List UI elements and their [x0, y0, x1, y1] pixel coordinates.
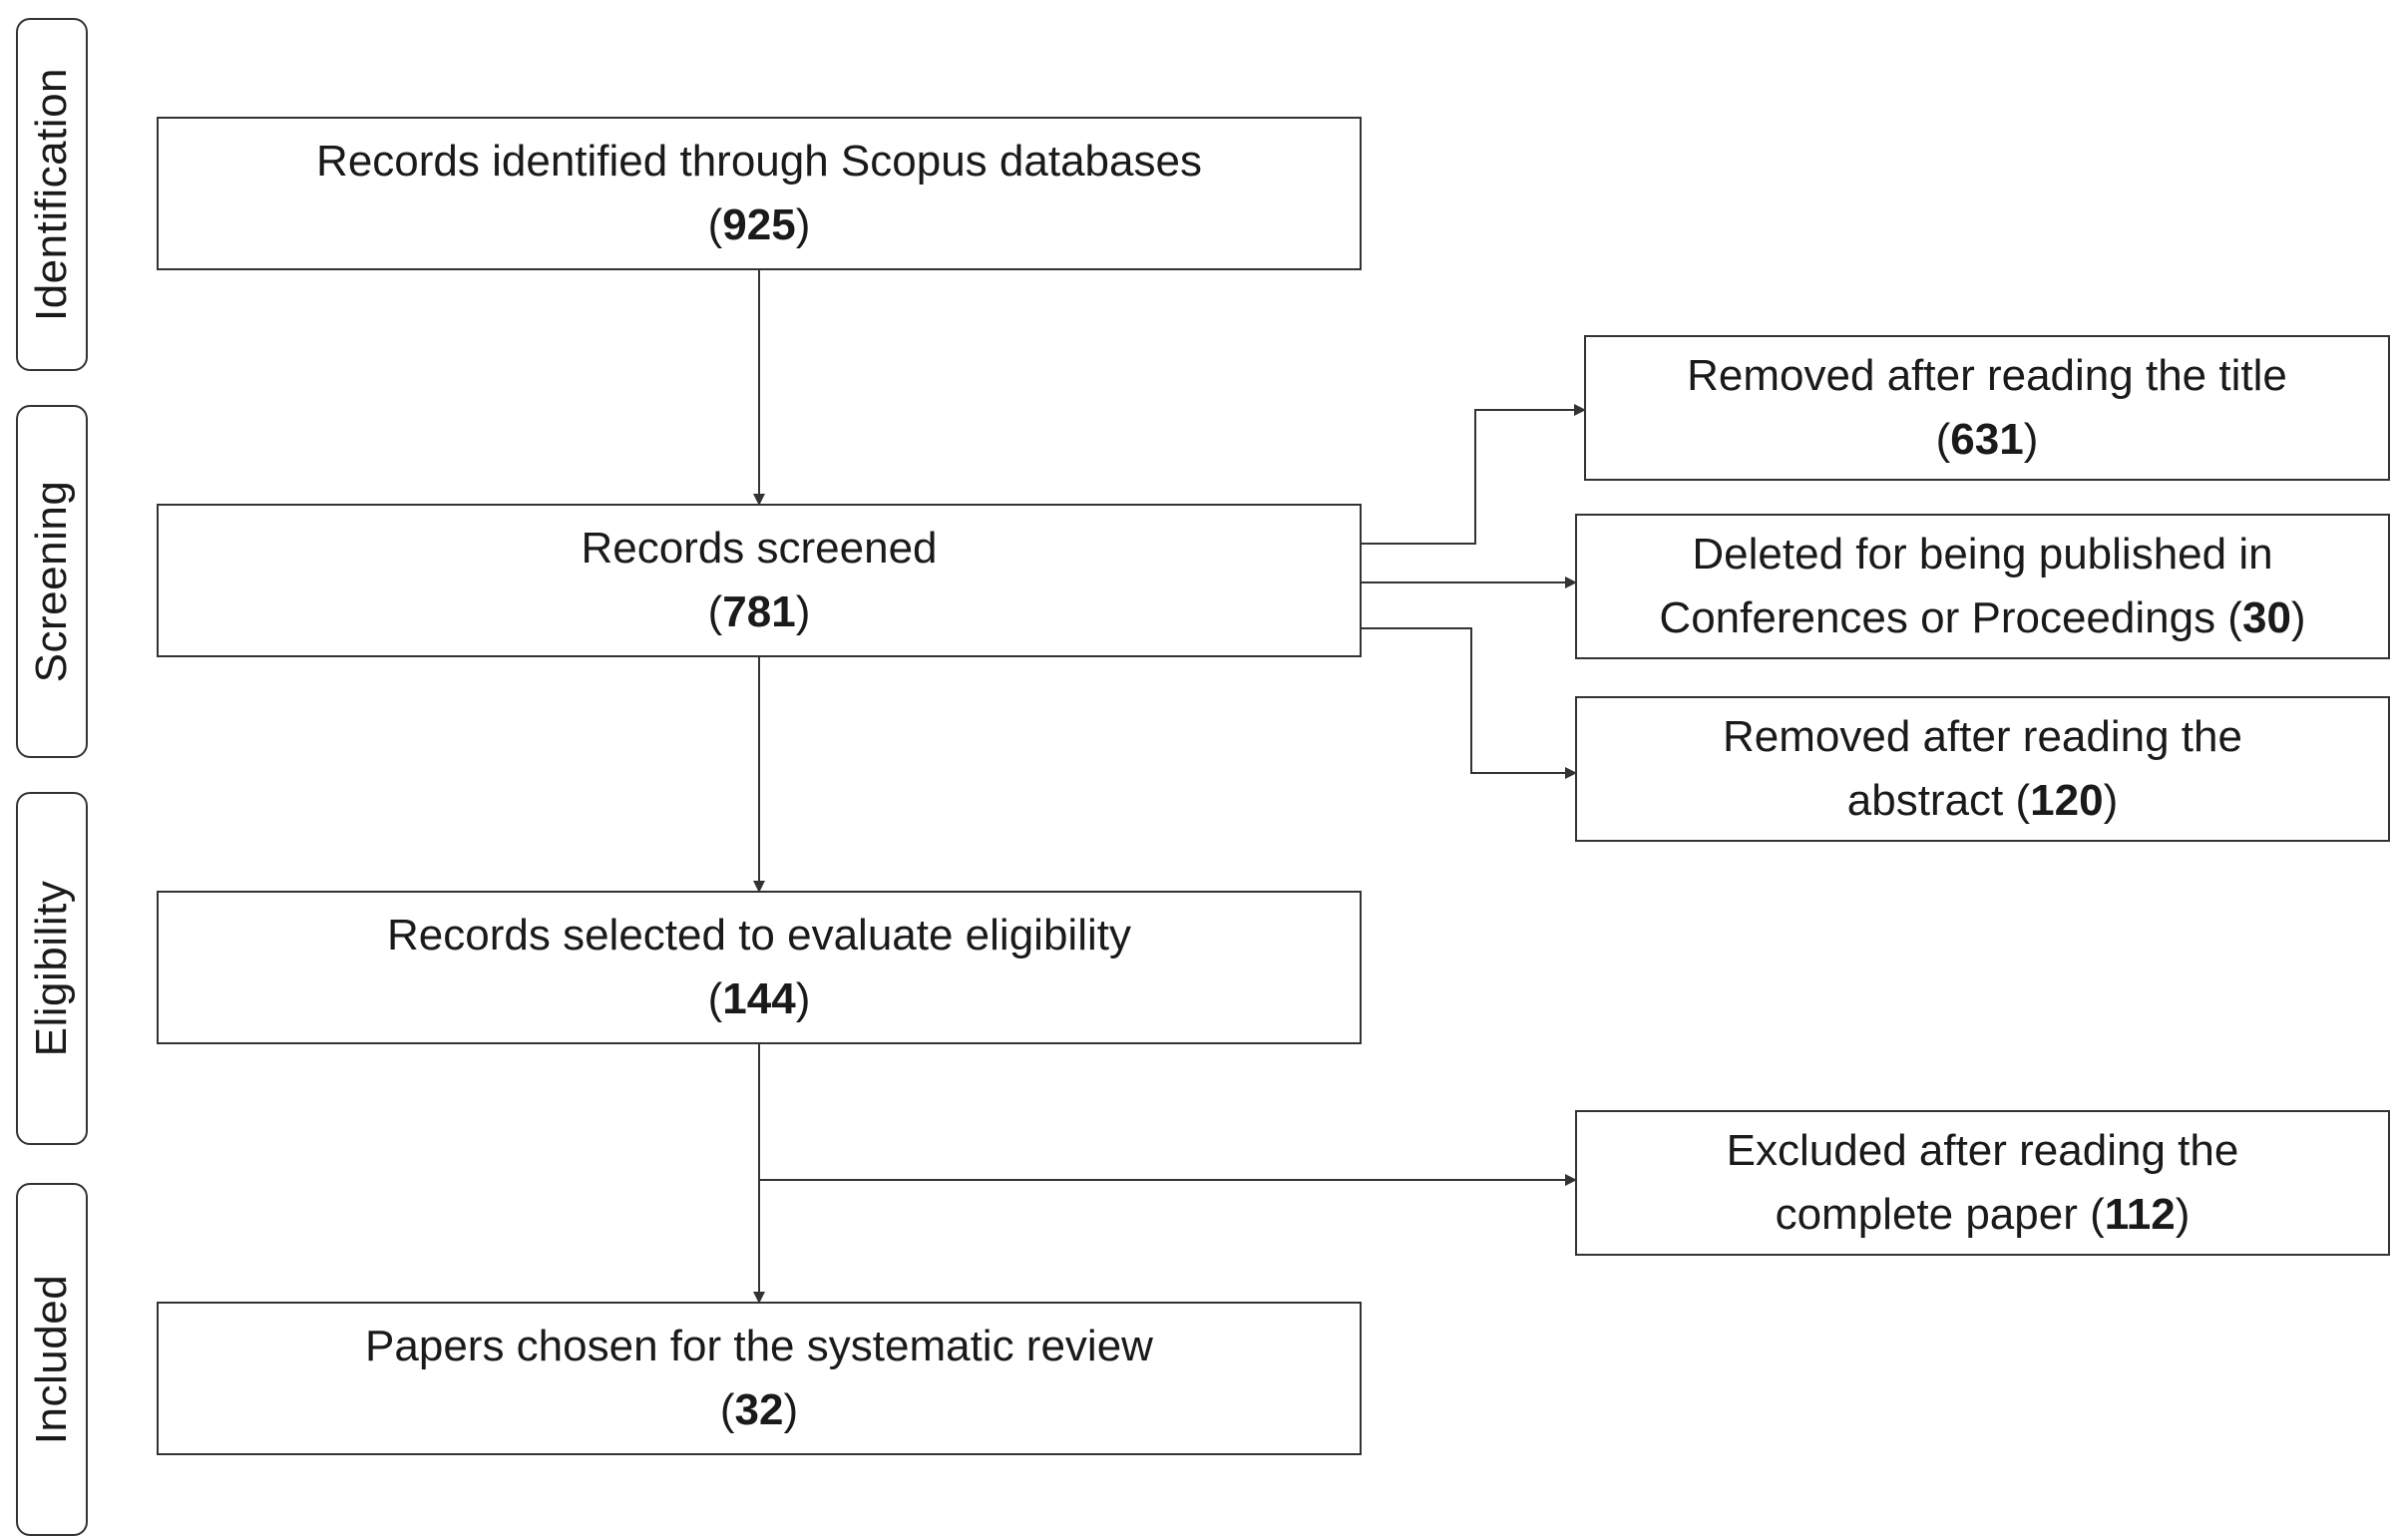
box-deleted-conferences-text-line1: Deleted for being published in [1692, 530, 2273, 579]
box-records-selected-count-line: (144) [707, 974, 811, 1023]
box-removed-title: Removed after reading the title (631) [1584, 335, 2390, 481]
box-excluded-paper-count: 112 [2104, 1190, 2176, 1239]
box-removed-title-count-line: (631) [1935, 415, 2039, 464]
box-removed-abstract-text-line1: Removed after reading the [1723, 712, 2242, 762]
box-papers-chosen-count-line: (32) [719, 1385, 799, 1434]
box-records-screened: Records screened (781) [157, 504, 1362, 657]
box-records-screened-text: Records screened [581, 524, 938, 574]
box-records-selected: Records selected to evaluate eligibility… [157, 891, 1362, 1044]
stage-screening: Screening [16, 405, 88, 758]
box-removed-abstract: Removed after reading the abstract (120) [1575, 696, 2390, 842]
box-deleted-conferences-count-line: Conferences or Proceedings (30) [1659, 593, 2306, 642]
box-excluded-paper-text-line1: Excluded after reading the [1726, 1126, 2239, 1176]
box-removed-title-text: Removed after reading the title [1687, 351, 2287, 401]
box-excluded-paper-text-line2: complete paper [1775, 1190, 2078, 1239]
box-records-selected-text: Records selected to evaluate eligibility [387, 911, 1131, 961]
box-deleted-conferences-text-line2: Conferences or Proceedings [1659, 593, 2216, 642]
box-removed-abstract-count: 120 [2030, 776, 2104, 825]
box-removed-title-count: 631 [1950, 415, 2024, 464]
box-records-identified-count: 925 [722, 200, 796, 249]
arrow-screened-to-removed-title [1362, 404, 1586, 545]
box-papers-chosen-text: Papers chosen for the systematic review [365, 1322, 1153, 1371]
box-excluded-paper: Excluded after reading the complete pape… [1575, 1110, 2390, 1256]
stage-included: Included [16, 1183, 88, 1536]
box-records-identified-count-line: (925) [707, 200, 811, 249]
arrow-screened-to-removed-abstract [1362, 627, 1577, 779]
box-removed-abstract-text-line2: abstract [1846, 776, 2004, 825]
box-records-selected-count: 144 [722, 974, 796, 1023]
box-removed-abstract-count-line: abstract (120) [1846, 776, 2119, 825]
box-records-screened-count-line: (781) [707, 587, 811, 636]
box-excluded-paper-count-line: complete paper (112) [1775, 1190, 2191, 1239]
box-records-identified: Records identified through Scopus databa… [157, 117, 1362, 270]
box-deleted-conferences-count: 30 [2241, 593, 2291, 642]
stage-eligibility: Eligibility [16, 792, 88, 1145]
box-papers-chosen-count: 32 [734, 1385, 784, 1434]
box-papers-chosen: Papers chosen for the systematic review … [157, 1302, 1362, 1455]
box-records-identified-text: Records identified through Scopus databa… [316, 137, 1202, 187]
box-records-screened-count: 781 [722, 587, 796, 636]
box-deleted-conferences: Deleted for being published in Conferenc… [1575, 514, 2390, 659]
stage-identification: Identification [16, 18, 88, 371]
